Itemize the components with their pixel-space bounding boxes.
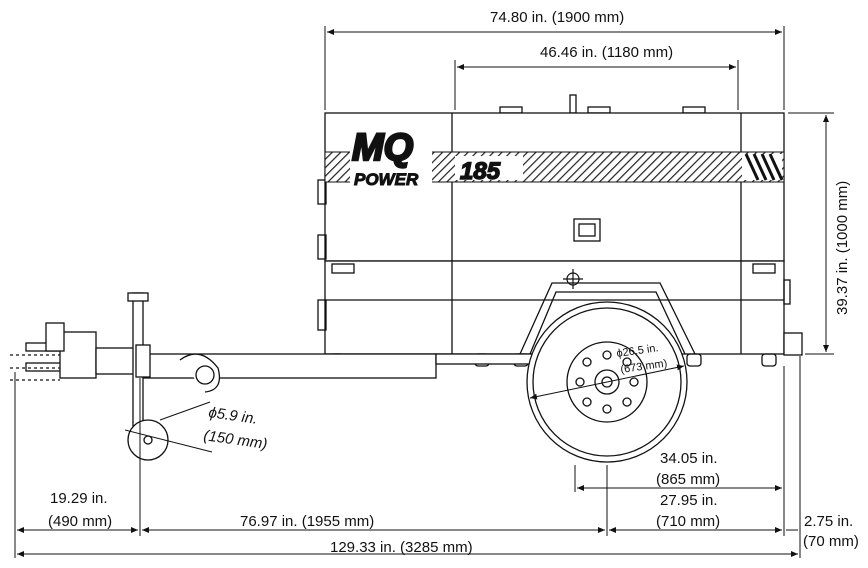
jack-wheel-mm-label: (150 mm) (202, 427, 268, 453)
axle-to-bumper-in-label: 27.95 in. (660, 492, 718, 509)
brand-logo: MQ (352, 127, 413, 169)
hitch-offset-mm-label: (490 mm) (48, 513, 112, 530)
tire-diameter-in-label: ϕ26.5 in. (616, 342, 660, 360)
dimension-lines (14, 26, 834, 558)
overall-width-label: 74.80 in. (1900 mm) (490, 9, 624, 26)
model-number: 185 (460, 158, 501, 185)
height-label: 39.37 in. (1000 mm) (834, 181, 851, 315)
axle-to-rear-in-label: 34.05 in. (660, 450, 718, 467)
bumper-overhang-mm-label: (70 mm) (803, 533, 859, 550)
jack-wheel-in-label: ϕ5.9 in. (207, 404, 258, 428)
hitch-to-axle-label: 76.97 in. (1955 mm) (240, 513, 374, 530)
brand-logo-subtitle: POWER (354, 170, 419, 189)
tongue-jack (127, 292, 221, 461)
center-of-gravity-icon (563, 269, 583, 289)
overall-length-label: 129.33 in. (3285 mm) (330, 539, 473, 556)
axle-to-rear-mm-label: (865 mm) (656, 471, 720, 488)
hitch-offset-in-label: 19.29 in. (50, 490, 108, 507)
inner-width-label: 46.46 in. (1180 mm) (540, 44, 673, 61)
bumper-overhang-in-label: 2.75 in. (804, 513, 853, 530)
axle-to-bumper-mm-label: (710 mm) (656, 513, 720, 530)
decal-stripe (324, 124, 785, 186)
